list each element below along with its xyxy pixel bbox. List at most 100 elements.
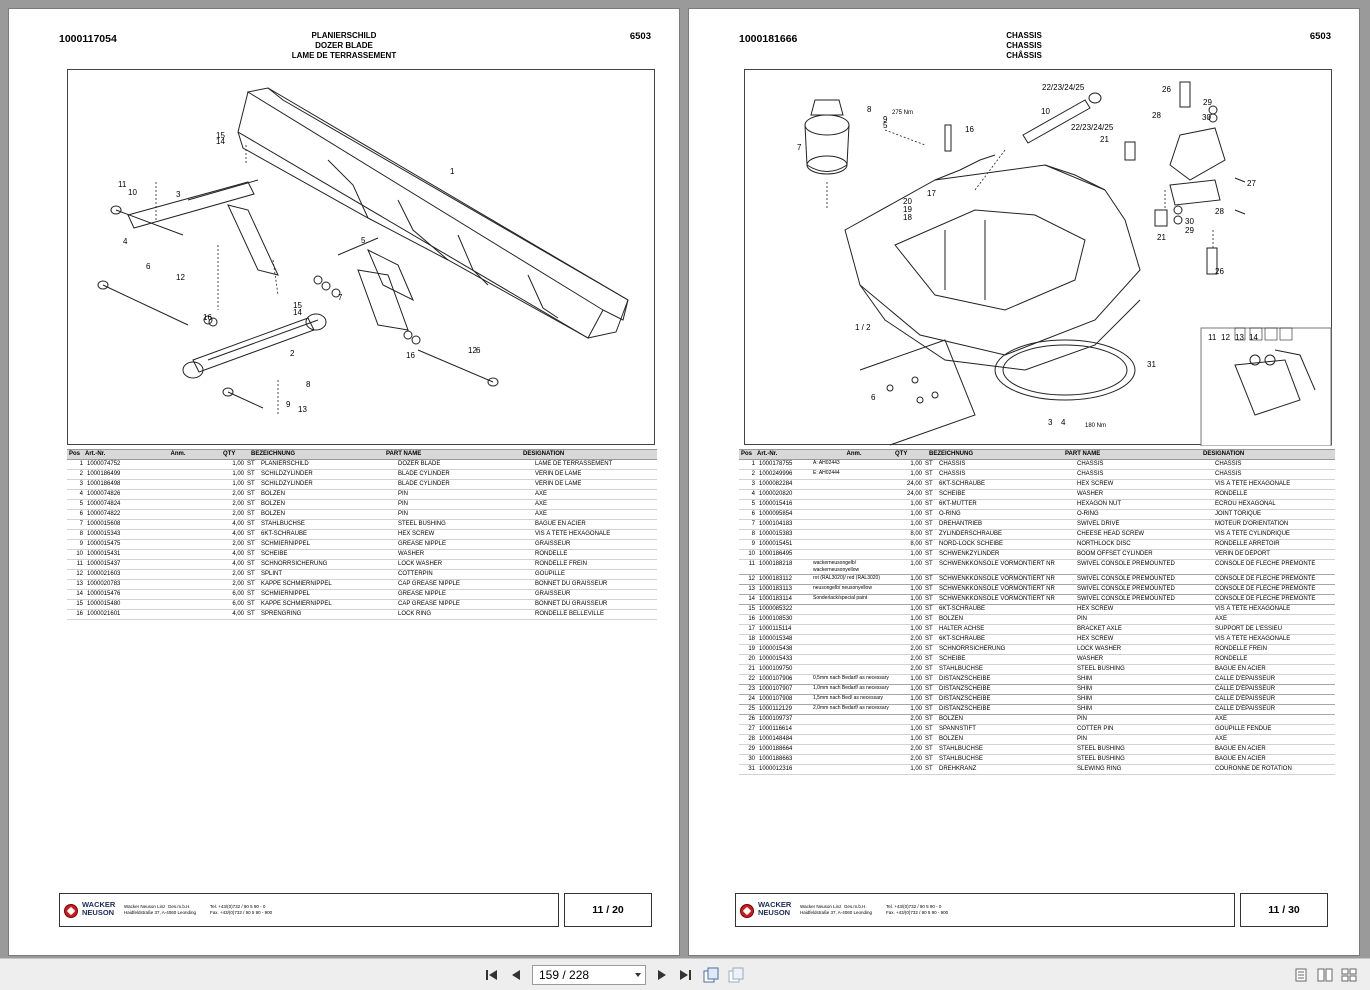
svg-text:6: 6: [146, 262, 151, 271]
cell-bezeichnung: SPRENGRING: [261, 611, 302, 617]
cell-unit: ST: [925, 561, 933, 567]
cell-qty: 2,00: [910, 656, 922, 662]
cell-qty: 6,00: [232, 601, 244, 607]
prev-page-icon: [512, 970, 520, 980]
cell-art-nr: 1000108530: [759, 616, 793, 622]
cell-qty: 1,00: [910, 586, 922, 592]
cell-bezeichnung: SCHWENKKONSOLE VORMONTIERT NR: [939, 586, 1055, 592]
cell-part-name: CAP GREASE NIPPLE: [398, 601, 460, 607]
cell-bezeichnung: SCHWENKKONSOLE VORMONTIERT NR: [939, 576, 1055, 582]
cell-unit: ST: [247, 611, 255, 617]
single-page-view-button[interactable]: [1292, 966, 1310, 984]
svg-text:275 Nm: 275 Nm: [892, 110, 913, 116]
cell-bezeichnung: STAHLBUCHSE: [261, 521, 305, 527]
cell-pos: 3: [79, 481, 83, 487]
cell-pos: 3: [751, 481, 755, 487]
cell-pos: 2: [751, 471, 755, 477]
cell-art-nr: 1000020820: [759, 491, 793, 497]
cell-qty: 1,00: [910, 551, 922, 557]
cell-part-name: CAP GREASE NIPPLE: [398, 581, 460, 587]
cell-anm: rot (RAL3020)/ red (RAL3020): [813, 575, 880, 581]
cell-part-name: SWIVEL DRIVE: [1077, 521, 1120, 527]
cell-bezeichnung: CHASSIS: [939, 471, 966, 477]
cell-bezeichnung: SCHEIBE: [261, 551, 288, 557]
next-page-button[interactable]: [653, 966, 671, 984]
col-anm: Anm.: [846, 451, 862, 457]
cell-designation: CALLE D'ÉPAISSEUR: [1215, 676, 1276, 682]
page-copy-button[interactable]: [727, 966, 745, 984]
cell-pos: 8: [751, 531, 755, 537]
cell-qty: 1,00: [910, 596, 922, 602]
continuous-view-button[interactable]: [1340, 966, 1358, 984]
cell-designation: CHÂSSIS: [1215, 471, 1242, 477]
cell-unit: ST: [925, 746, 933, 752]
document-viewer: 1000117054 PLANIERSCHILD DOZER BLADE LAM…: [0, 0, 1370, 958]
svg-text:3: 3: [176, 190, 181, 199]
cell-bezeichnung: DISTANZSCHEIBE: [939, 706, 991, 712]
cell-qty: 8,00: [910, 541, 922, 547]
cell-bezeichnung: BOLZEN: [261, 511, 286, 517]
cell-bezeichnung: 6KT-MUTTER: [939, 501, 977, 507]
cell-bezeichnung: DREHANTRIEB: [939, 521, 983, 527]
page-selector[interactable]: 159 / 228: [532, 965, 646, 985]
cell-bezeichnung: BOLZEN: [939, 736, 964, 742]
cell-designation: AXE: [1215, 716, 1228, 722]
cell-pos: 2: [79, 471, 83, 477]
cell-bezeichnung: O-RING: [939, 511, 961, 517]
cell-pos: 5: [751, 501, 755, 507]
cell-pos: 21: [748, 666, 755, 672]
cell-bezeichnung: SCHNORRSICHERUNG: [261, 561, 328, 567]
cell-part-name: SHIM: [1077, 706, 1092, 712]
svg-text:7: 7: [338, 293, 343, 302]
cell-bezeichnung: CHASSIS: [939, 461, 966, 467]
cell-unit: ST: [247, 561, 255, 567]
cell-art-nr: 1000015431: [87, 551, 121, 557]
cell-pos: 15: [76, 601, 83, 607]
svg-text:11: 11: [1208, 333, 1217, 342]
cell-designation: BAGUE EN ACIER: [535, 521, 586, 527]
cell-unit: ST: [925, 626, 933, 632]
svg-text:6: 6: [476, 346, 481, 355]
svg-text:14: 14: [293, 308, 302, 317]
cell-qty: 1,00: [910, 606, 922, 612]
cell-designation: AXE: [1215, 616, 1228, 622]
cell-bezeichnung: STAHLBUCHSE: [939, 666, 983, 672]
svg-text:16: 16: [965, 125, 974, 134]
prev-page-button[interactable]: [507, 966, 525, 984]
cell-qty: 1,00: [910, 626, 922, 632]
cell-part-name: CHEESE HEAD SCREW: [1077, 531, 1145, 537]
page-right: 1000181666 CHASSIS CHASSIS CHÂSSIS 6503: [688, 8, 1360, 956]
cell-art-nr: 1000015343: [87, 531, 121, 537]
svg-text:10: 10: [1041, 107, 1050, 116]
cell-pos: 20: [748, 656, 755, 662]
page-export-button[interactable]: [702, 966, 720, 984]
cell-art-nr: 1000015476: [87, 591, 121, 597]
model-code-right: 6503: [1309, 31, 1331, 42]
first-page-button[interactable]: [483, 966, 501, 984]
col-part-name: PART NAME: [386, 451, 422, 457]
cell-pos: 7: [751, 521, 755, 527]
svg-text:12: 12: [176, 273, 185, 282]
last-page-button[interactable]: [676, 966, 694, 984]
cell-unit: ST: [925, 716, 933, 722]
cell-part-name: LOCK WASHER: [1077, 646, 1122, 652]
cell-art-nr: 1000115114: [759, 626, 792, 632]
svg-text:22/23/24/25: 22/23/24/25: [1042, 83, 1085, 92]
two-page-view-button[interactable]: [1316, 966, 1334, 984]
cell-unit: ST: [925, 766, 933, 772]
